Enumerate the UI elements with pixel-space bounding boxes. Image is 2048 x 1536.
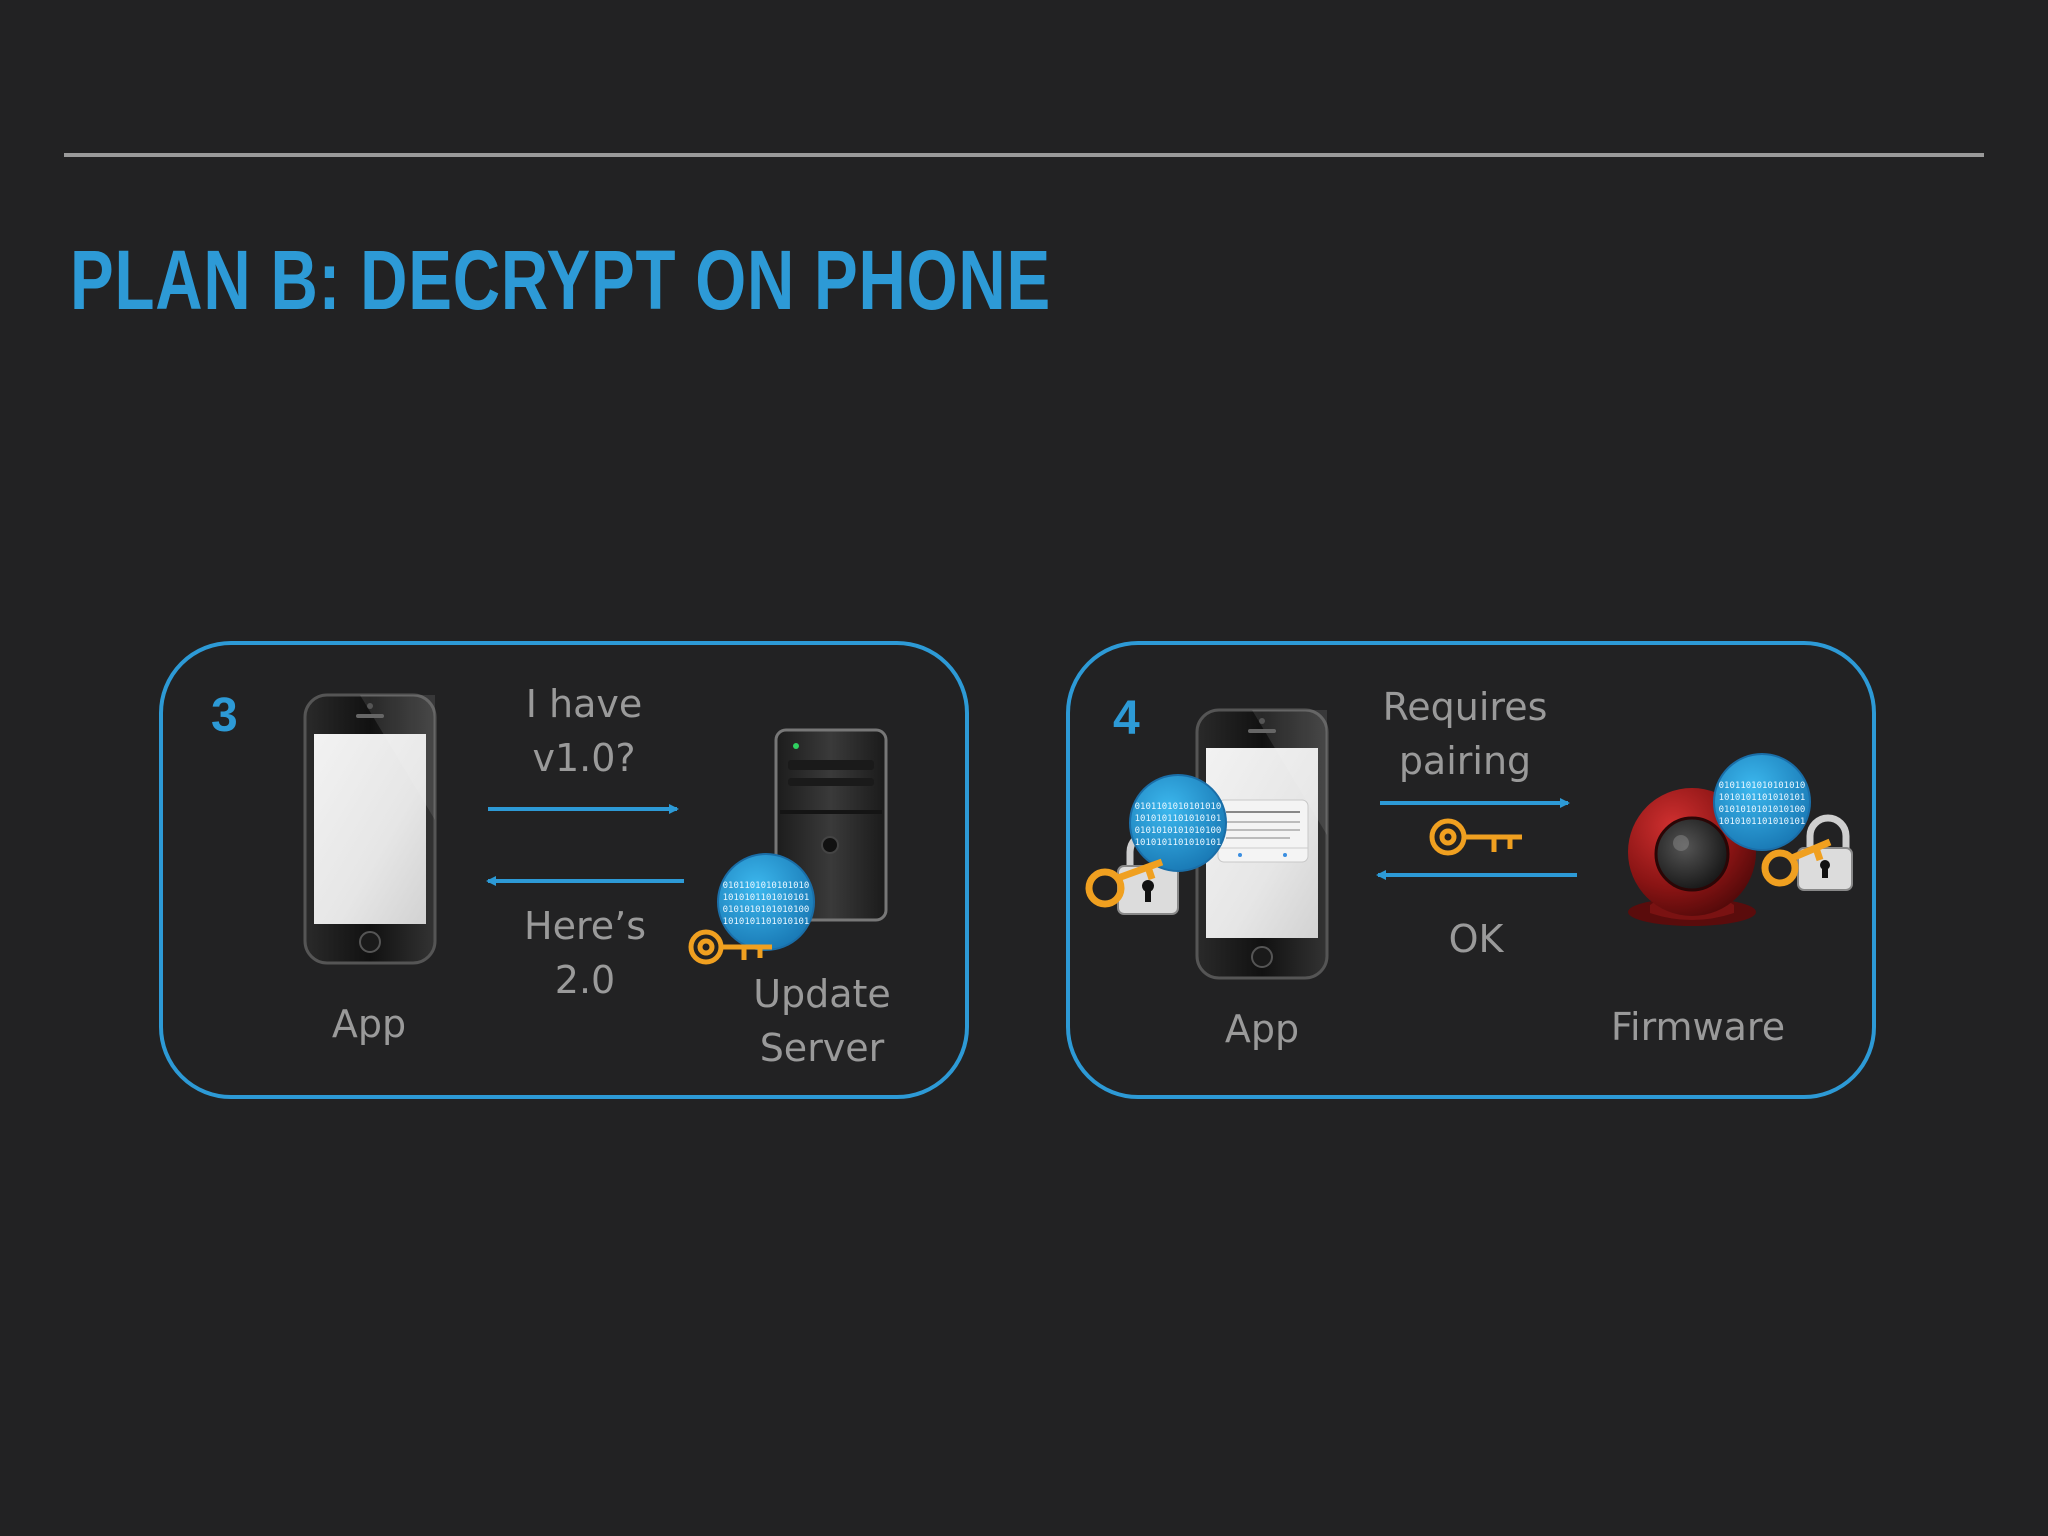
response-line-1: Here’s — [524, 904, 646, 948]
svg-text:0101010101010100: 0101010101010100 — [1719, 805, 1806, 815]
key-icon — [688, 929, 772, 965]
response-line-2: 2.0 — [554, 958, 616, 1002]
step-number-4: 4 — [1113, 692, 1140, 745]
firmware-label: Firmware — [1610, 1005, 1786, 1049]
server-label-line-2: Server — [759, 1026, 885, 1070]
svg-text:1010101101010101: 1010101101010101 — [1719, 793, 1806, 803]
svg-text:1010101101010101: 1010101101010101 — [723, 893, 810, 903]
server-label: Update Server — [722, 967, 922, 1075]
panel-step-3 — [159, 641, 969, 1099]
step-number-3: 3 — [211, 689, 238, 742]
slide-title: PLAN B: DECRYPT ON PHONE — [70, 233, 1051, 327]
svg-text:1010101101010101: 1010101101010101 — [1135, 838, 1222, 848]
request-line-2: v1.0? — [532, 736, 636, 780]
svg-text:1010101101010101: 1010101101010101 — [1135, 814, 1222, 824]
panel-step-4 — [1066, 641, 1876, 1099]
key-icon — [1429, 818, 1522, 856]
svg-text:1010101101010101: 1010101101010101 — [723, 917, 810, 927]
request-text-4: Requires pairing — [1365, 680, 1565, 788]
request-text-3: I have v1.0? — [484, 677, 684, 785]
title-rule — [64, 153, 1984, 157]
key-icon — [1085, 858, 1164, 908]
server-label-line-1: Update — [753, 972, 891, 1016]
app-label-4: App — [1224, 1007, 1300, 1051]
padlock-icon — [1797, 814, 1853, 891]
encrypted-data-icon: 0101101010101010 1010101101010101 010101… — [717, 853, 815, 951]
smartphone-icon — [1195, 708, 1329, 980]
request-line-2: pairing — [1398, 739, 1532, 783]
app-label-3: App — [331, 1002, 407, 1046]
encrypted-data-icon: 0101101010101010 1010101101010101 010101… — [1129, 774, 1227, 872]
response-text-3: Here’s 2.0 — [485, 899, 685, 1007]
encrypted-data-icon: 0101101010101010 1010101101010101 010101… — [1713, 753, 1811, 851]
smartphone-icon — [303, 693, 437, 965]
request-line-1: I have — [525, 682, 643, 726]
key-icon — [1761, 838, 1832, 887]
svg-text:0101101010101010: 0101101010101010 — [1719, 781, 1806, 791]
response-text-4: OK — [1448, 917, 1504, 961]
svg-text:0101101010101010: 0101101010101010 — [723, 881, 810, 891]
svg-text:0101010101010100: 0101010101010100 — [723, 905, 810, 915]
request-line-1: Requires — [1382, 685, 1548, 729]
svg-text:0101101010101010: 0101101010101010 — [1135, 802, 1222, 812]
svg-text:0101010101010100: 0101010101010100 — [1135, 826, 1222, 836]
svg-text:1010101101010101: 1010101101010101 — [1719, 817, 1806, 827]
